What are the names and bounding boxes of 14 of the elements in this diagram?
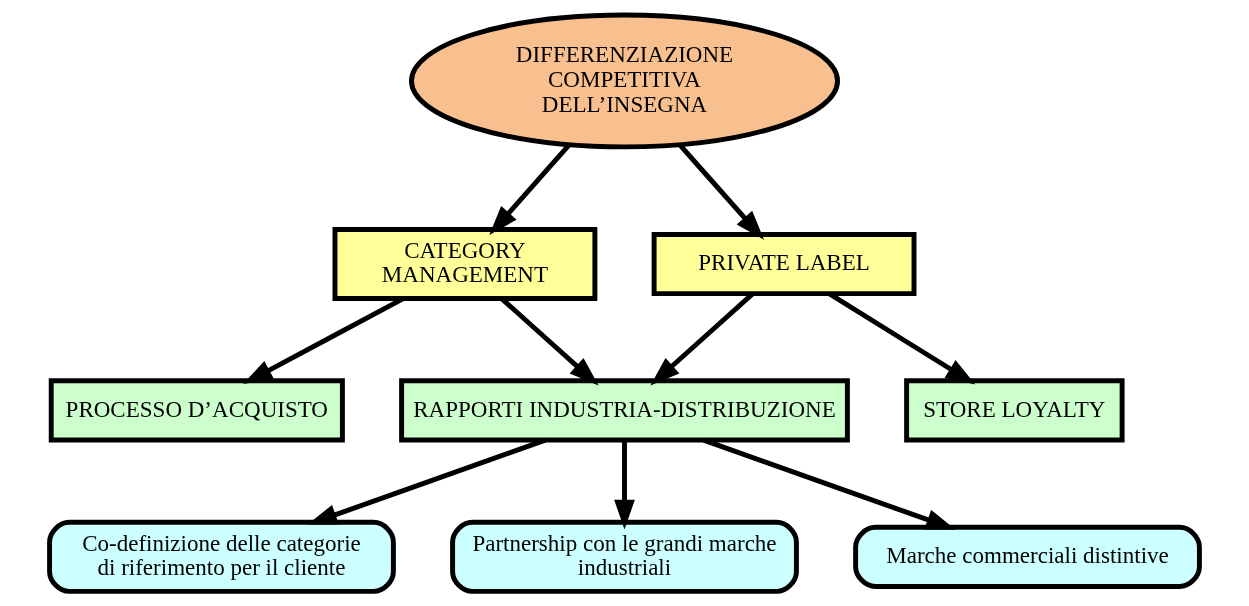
arrow [678,143,765,240]
node-box: PRIVATE LABEL [651,231,917,297]
node-box: Co-definizione delle categorie di riferimento per il cliente [47,519,396,594]
arrow [307,437,547,525]
node-box: CATEGORY MANAGEMENT [332,227,598,302]
node-box: STORE LOYALTY [904,378,1125,443]
node-box: PROCESSO D’ACQUISTO [48,378,345,443]
node-box: RAPPORTI INDUSTRIA-DISTRIBUZIONE [399,378,850,443]
arrow [702,437,956,530]
node-box: Marche commerciali distintive [853,524,1202,589]
arrow [489,143,571,235]
node-box: Partnership con le grandi marche industriali [450,519,799,594]
node-ellipse: DIFFERENZIAZIONE COMPETITIVA DELL’INSEGNA [409,12,840,150]
arrow [614,440,635,530]
